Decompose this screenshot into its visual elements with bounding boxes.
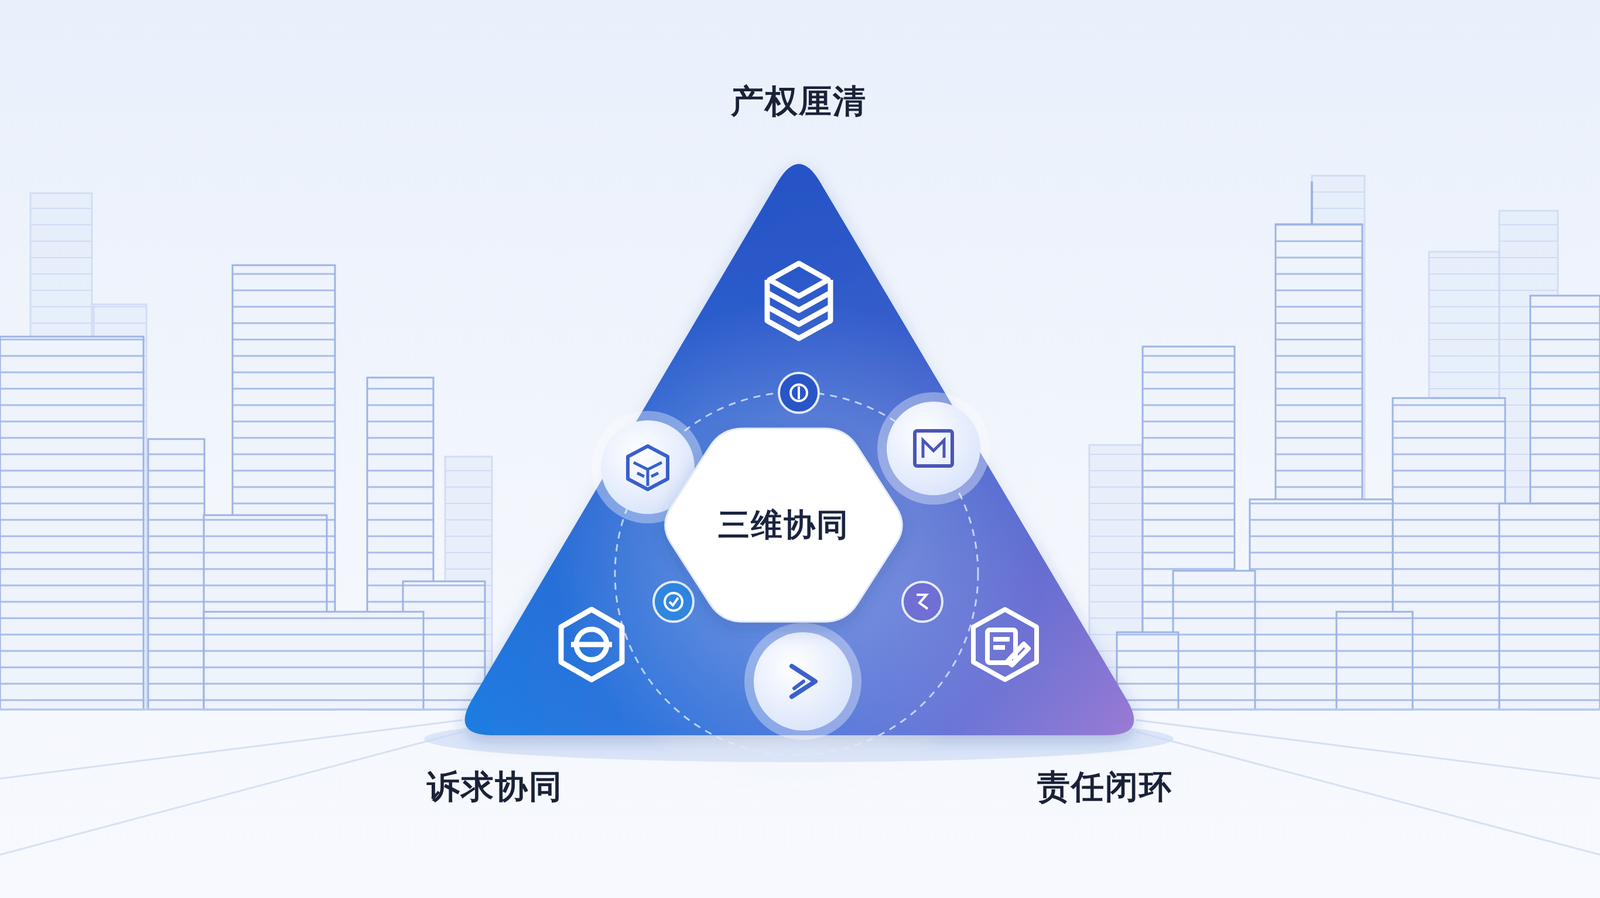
triangle-shade [465, 163, 1135, 736]
building [1173, 571, 1256, 710]
triangle-fill [465, 163, 1135, 736]
corner-label: 责任闭环 [1037, 765, 1174, 810]
node-text: 三维协同 [718, 504, 850, 547]
corner-label: 诉求协同 [426, 765, 563, 810]
antenna [1310, 181, 1314, 225]
bubble-icon [877, 392, 990, 505]
triangle-body [465, 163, 1135, 791]
corner-label: 产权厘清 [730, 79, 867, 125]
triangle-glow [550, 298, 1043, 791]
building [148, 439, 205, 710]
target-icon [561, 609, 622, 680]
document-icon [973, 609, 1037, 680]
building [203, 612, 424, 710]
bubble-icon [744, 623, 862, 741]
small-badge [902, 582, 943, 622]
building [1116, 632, 1179, 710]
building [0, 336, 144, 710]
building [1336, 612, 1413, 710]
center-hexagon: 三维协同 [659, 428, 908, 622]
hexagon-shape [665, 428, 903, 622]
small-badge [653, 582, 694, 622]
building [1499, 503, 1600, 710]
small-badge [778, 373, 819, 413]
stack-icon [767, 263, 831, 339]
